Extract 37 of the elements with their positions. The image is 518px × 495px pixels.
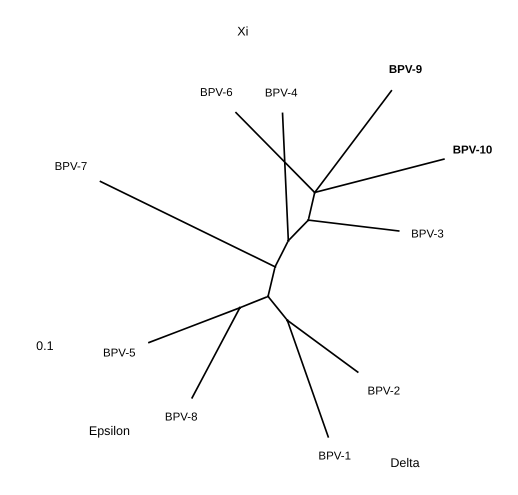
connector bbox=[234, 110, 315, 192]
label: Epsilon bbox=[88, 424, 130, 438]
connector bbox=[240, 296, 268, 308]
node-text: BPV-9 bbox=[388, 64, 422, 76]
connector bbox=[288, 220, 308, 240]
node-text: BPV-3 bbox=[411, 228, 444, 240]
connector bbox=[309, 218, 400, 232]
connector bbox=[308, 192, 316, 219]
label: Delta bbox=[390, 456, 420, 470]
node-text: BPV-7 bbox=[54, 160, 88, 173]
node-point bbox=[238, 306, 242, 309]
node-point bbox=[313, 190, 316, 194]
node-text: BPV-4 bbox=[264, 86, 298, 99]
node-text: BPV-1 bbox=[318, 450, 352, 462]
connector bbox=[190, 308, 240, 398]
node-point bbox=[274, 265, 276, 268]
node-point bbox=[307, 218, 310, 221]
connector bbox=[287, 320, 359, 373]
connector bbox=[274, 240, 288, 266]
node-point bbox=[287, 238, 290, 242]
connector bbox=[316, 158, 445, 193]
connector bbox=[148, 306, 240, 344]
node-point bbox=[286, 318, 289, 321]
connector bbox=[286, 320, 330, 438]
connector bbox=[268, 296, 288, 320]
node-text: BPV-5 bbox=[102, 347, 136, 360]
node-text: BPV-8 bbox=[164, 410, 198, 423]
connector bbox=[282, 112, 290, 240]
node-text: BPV-2 bbox=[368, 385, 400, 398]
connector bbox=[99, 180, 275, 267]
connector bbox=[267, 267, 276, 296]
node-text: BPV-6 bbox=[200, 86, 233, 99]
label: Xi bbox=[237, 24, 248, 38]
label: 0.1 bbox=[36, 338, 54, 352]
node-text: BPV-10 bbox=[452, 144, 492, 156]
node-point bbox=[266, 294, 270, 298]
connector bbox=[314, 89, 393, 192]
